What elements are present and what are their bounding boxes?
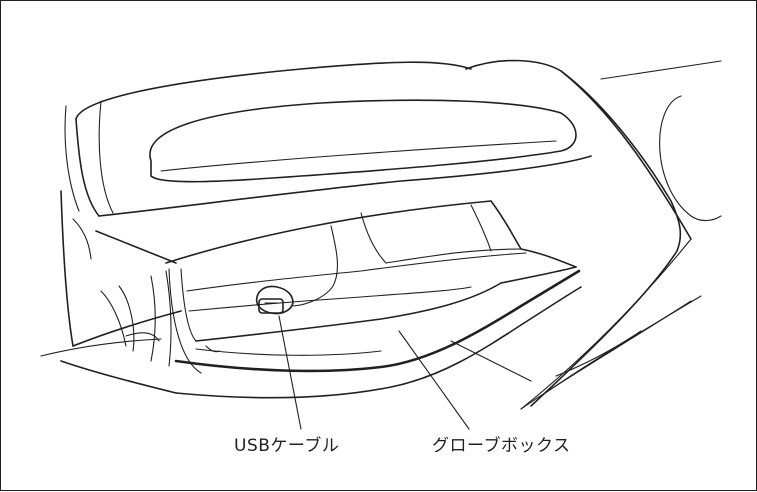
usb-cable-label: USBケーブル — [234, 436, 340, 456]
dashboard-shroud — [64, 61, 592, 217]
glove-box-leader-line — [398, 330, 470, 430]
usb-cable-leader-line — [278, 315, 302, 430]
right-panel — [450, 59, 722, 410]
usb-cable-drawing — [255, 225, 339, 315]
glove-box-label: グローブボックス — [432, 436, 571, 456]
glove-box-door — [60, 269, 582, 399]
upper-pad — [149, 99, 577, 183]
left-wall — [40, 190, 182, 367]
callout-leaders — [278, 315, 470, 430]
glove-box-bin — [165, 200, 577, 374]
